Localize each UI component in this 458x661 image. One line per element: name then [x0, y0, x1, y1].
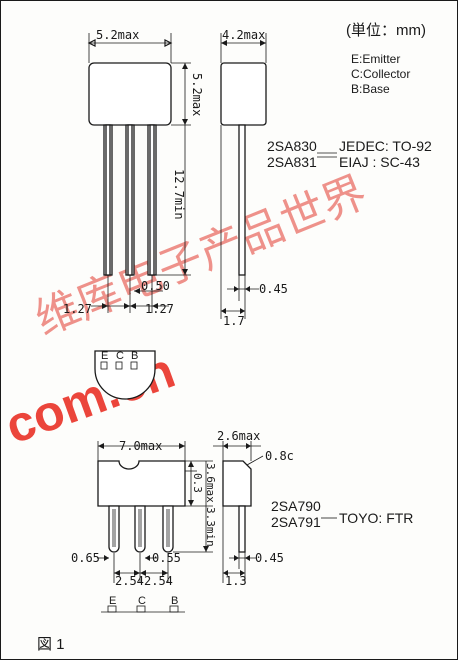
to92-pitch-right: 1.27 — [145, 302, 174, 316]
to92-pin-e: E — [101, 350, 108, 362]
legend-base: B:Base — [351, 82, 390, 96]
to92-pin-c: C — [116, 350, 124, 362]
to92-pin-view: E C B — [94, 350, 156, 400]
to92-pitch-left: 1.27 — [63, 302, 92, 316]
ftr-chamfer-dim: 0.8c — [265, 449, 294, 463]
watermark-cn: 维库电子产品世界 — [28, 167, 373, 346]
ftr-step-dim: 0.3 — [191, 473, 204, 493]
ftr-labels: 2SA790 2SA791 TOYO: FTR — [271, 498, 413, 530]
ftr-side-view: 2.6max 0.8c 0.45 1.3 — [213, 429, 294, 588]
to92-side-base-dim: 1.7 — [223, 314, 245, 328]
to92-lead-width: 0.50 — [141, 279, 170, 293]
ftr-side-base-dim: 1.3 — [225, 574, 247, 588]
to92-labels: 2SA830 2SA831 JEDEC: TO-92 EIAJ : SC-43 — [267, 138, 432, 170]
ftr-part-2: 2SA791 — [271, 514, 321, 530]
to92-side-width-dim: 4.2max — [222, 28, 265, 42]
watermark: 维库电子产品世界 com.cn — [1, 167, 374, 455]
ftr-side-lead-dim: 0.45 — [255, 551, 284, 565]
legend-collector: C:Collector — [351, 67, 410, 81]
ftr-pin-e: E — [109, 595, 116, 607]
figure-label: 図 1 — [37, 636, 65, 653]
to92-width-dim: 5.2max — [96, 28, 139, 42]
to92-std-1: JEDEC: TO-92 — [339, 138, 432, 154]
to92-height-dim: 5.2max — [190, 73, 204, 116]
ftr-pin-c: C — [138, 595, 146, 607]
ftr-side-width-dim: 2.6max — [217, 429, 260, 443]
ftr-front-view: 7.0max 0.3 3.6max 3.3min 0.65 0.55 — [71, 439, 217, 588]
to92-pin-b: B — [131, 350, 138, 362]
ftr-pin-b: B — [171, 595, 178, 607]
ftr-part-1: 2SA790 — [271, 498, 321, 514]
legend-emitter: E:Emitter — [351, 52, 400, 66]
to92-std-2: EIAJ : SC-43 — [339, 154, 420, 170]
to92-part-1: 2SA830 — [267, 138, 317, 154]
to92-side-view: 4.2max 0.45 1.7 — [220, 28, 288, 328]
ftr-width-dim: 7.0max — [119, 439, 162, 453]
ftr-pitch-1: 2.54 — [115, 574, 144, 588]
ftr-pitch-2: 2.54 — [144, 574, 173, 588]
ftr-height-dim: 3.6max — [204, 463, 217, 503]
ftr-lead-right: 0.55 — [152, 551, 181, 565]
to92-part-2: 2SA831 — [267, 154, 317, 170]
to92-front-view: 5.2max 5.2max 12.7min 0.50 1.27 1.27 — [63, 28, 204, 316]
ftr-std: TOYO: FTR — [339, 510, 413, 526]
to92-side-lead-dim: 0.45 — [259, 282, 288, 296]
ftr-lead-dim: 3.3min — [204, 507, 217, 547]
to92-lead-dim: 12.7min — [172, 169, 186, 220]
unit-note: (単位：mm) — [346, 22, 426, 39]
ftr-pin-view: E C B — [101, 595, 185, 613]
ftr-lead-left: 0.65 — [71, 551, 100, 565]
